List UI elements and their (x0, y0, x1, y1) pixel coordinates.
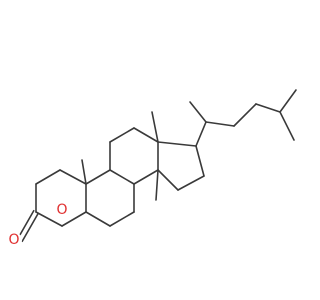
bond-s4-s5 (255, 103, 281, 113)
bond-a2-a3 (35, 169, 61, 185)
bond-d16-d17 (195, 145, 205, 177)
bond-b9-a4 (85, 169, 111, 185)
bond-a3-a4 (59, 169, 87, 185)
bond-c11-c12 (109, 127, 135, 143)
bond-s3-s4 (233, 103, 257, 127)
bond-carbonyl-2 (21, 212, 40, 243)
bond-c14-me14 (155, 169, 159, 201)
chemical-structure-diagram: O O (6, 89, 297, 248)
ring-oxygen-atom: O (54, 202, 70, 218)
bond-a5-ro (61, 211, 87, 227)
ring-oxygen-label: O (56, 202, 67, 218)
bond-s1-s2 (189, 101, 207, 123)
bond-c12-c13 (133, 127, 159, 143)
bond-s1-s3 (205, 121, 235, 127)
bond-b6-b7 (109, 211, 135, 227)
bond-a4-me10 (81, 159, 87, 185)
bond-d15-d16 (177, 175, 205, 191)
bond-skeleton (16, 89, 297, 243)
bond-d17-s1 (195, 121, 207, 147)
bond-ro-a1 (35, 211, 63, 227)
bond-d17-c13 (157, 141, 197, 147)
bond-a5-b6 (85, 211, 111, 227)
bond-carbonyl-1 (16, 209, 35, 240)
bond-c14-b8 (133, 169, 159, 185)
bond-s5-s6 (279, 89, 297, 113)
bond-b8-b9 (109, 169, 135, 185)
bond-c13-me13 (151, 111, 159, 143)
bond-c14-d15 (157, 169, 179, 191)
carbonyl-oxygen-atom: O (6, 232, 22, 248)
carbonyl-oxygen-label: O (8, 232, 19, 248)
bond-s5-s7 (279, 111, 295, 141)
